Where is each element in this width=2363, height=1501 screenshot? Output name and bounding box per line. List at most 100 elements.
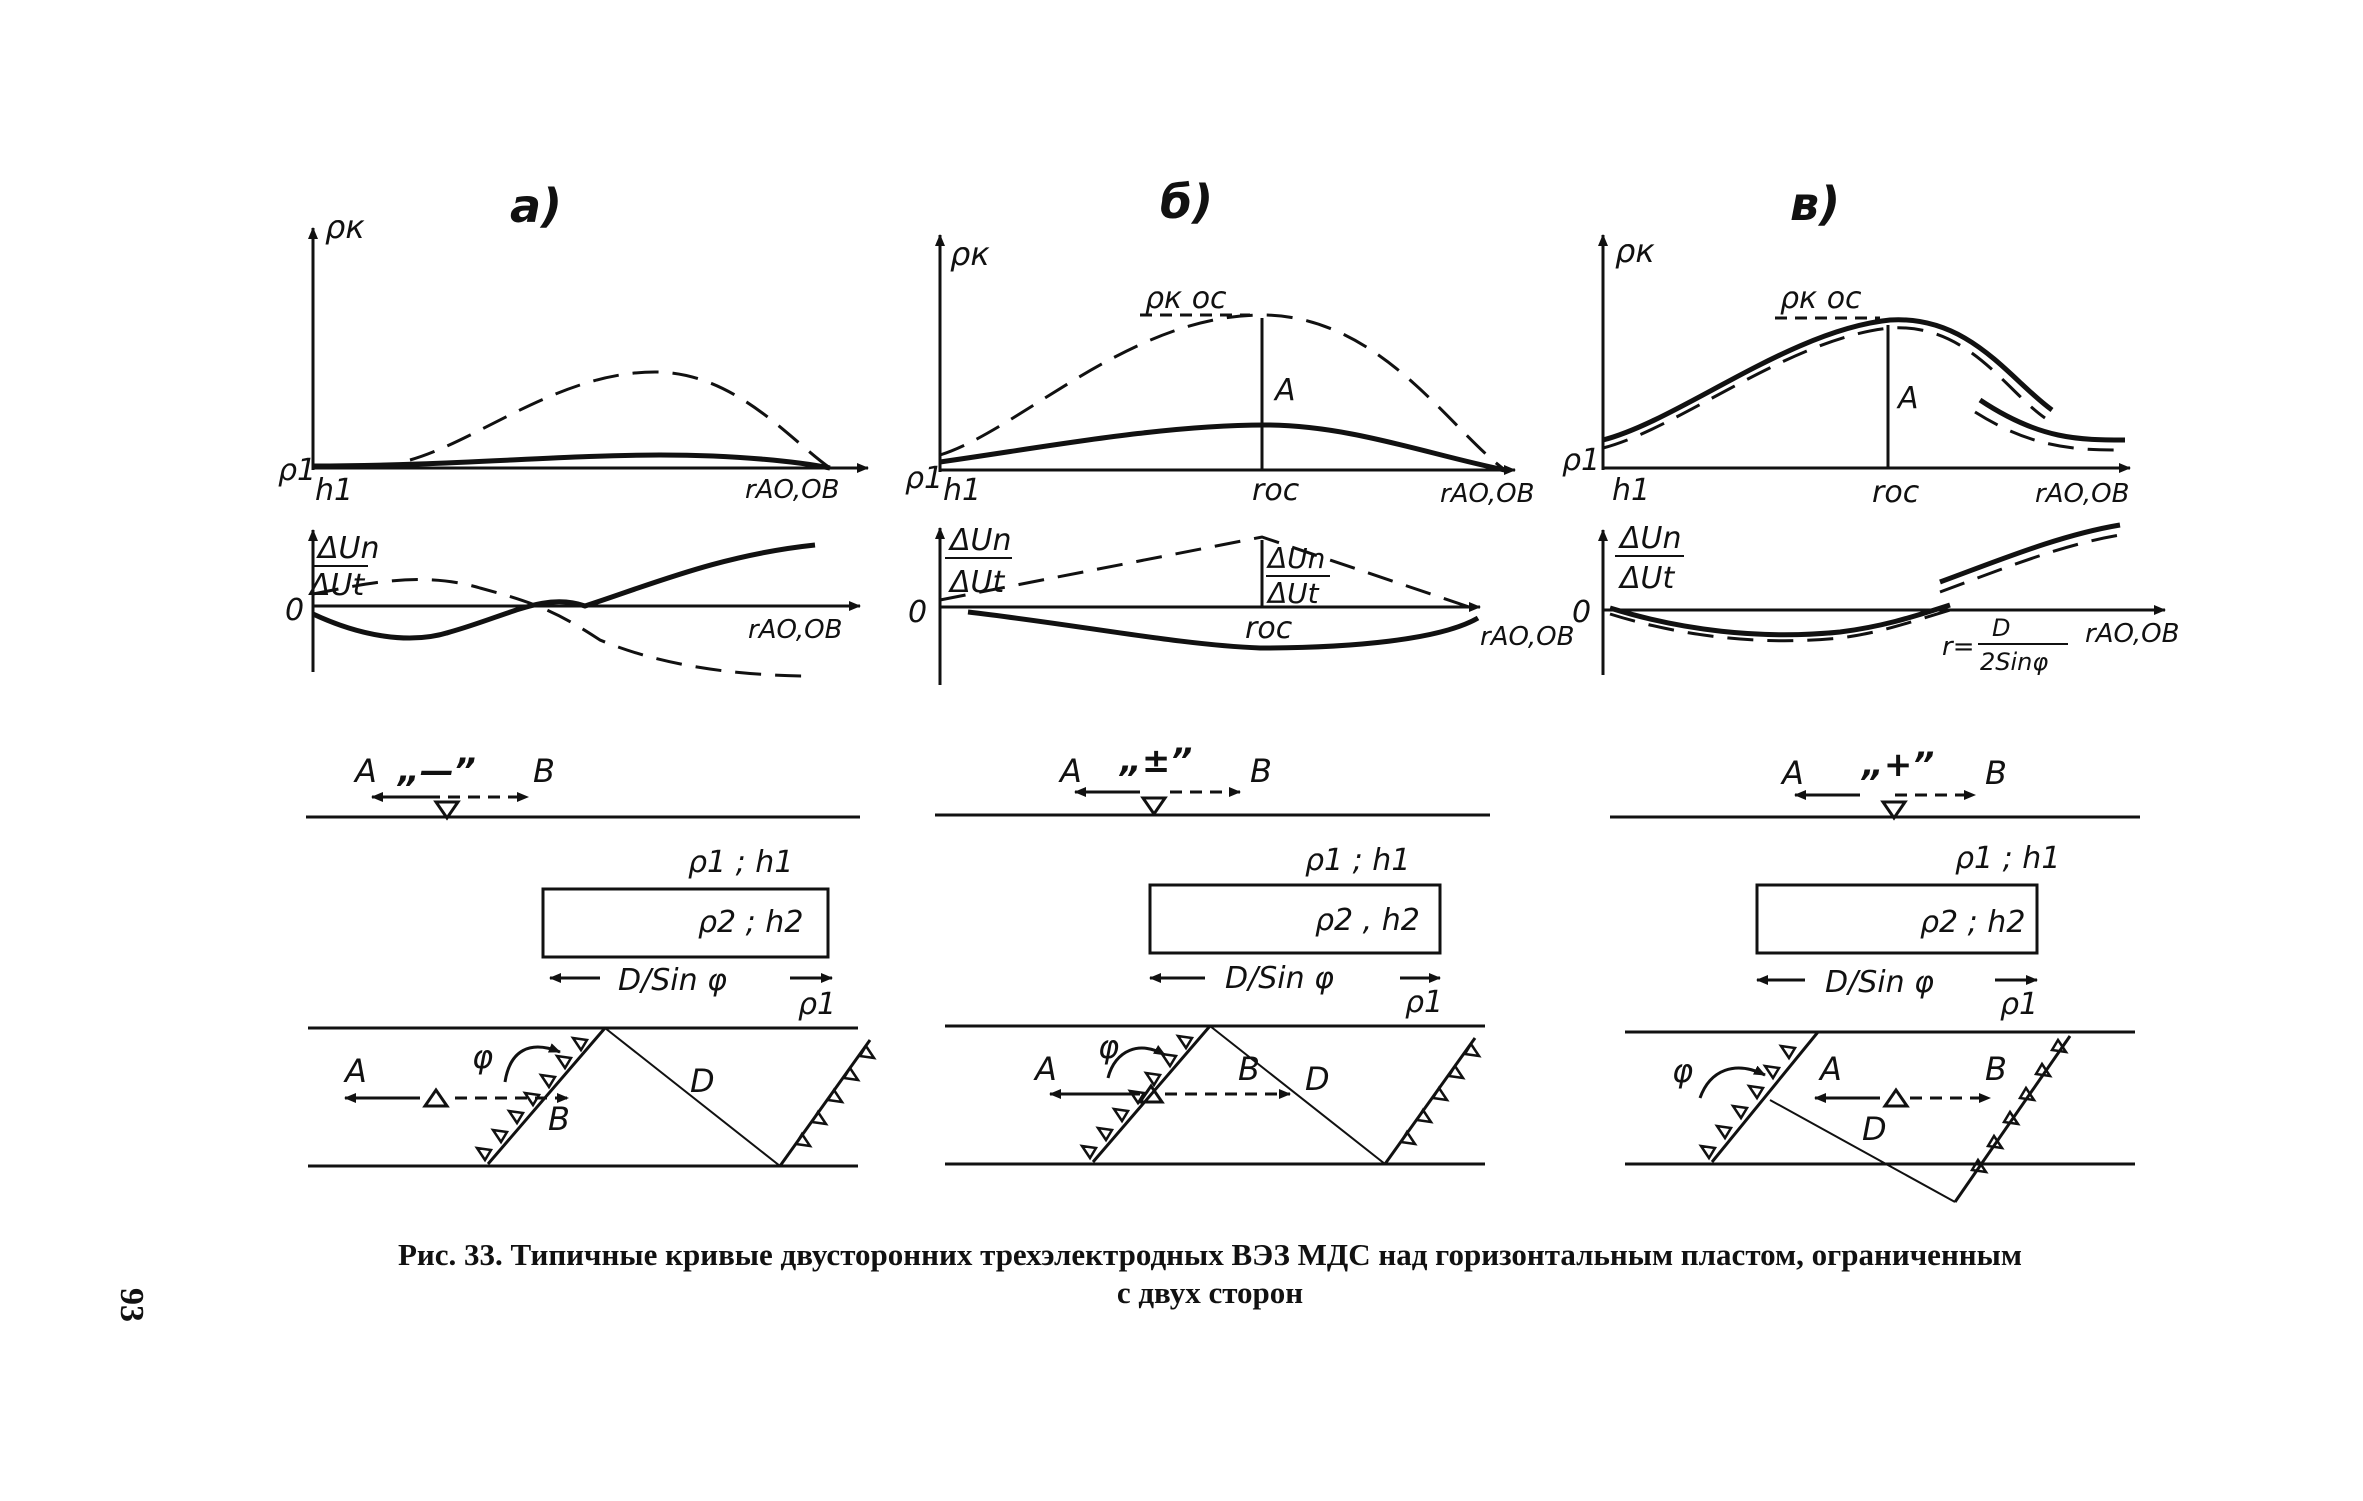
panel-b-diff-x-label: rAO,OB: [1480, 622, 1574, 652]
panel-b-dashed-curve: [939, 313, 1506, 472]
panel-b-layer-box: [1148, 883, 1442, 955]
caption-line-2: с двух сторон: [1116, 1275, 1304, 1310]
panel-a-right-boundary: [778, 1039, 872, 1167]
panel-c-section-d: D: [1862, 1110, 1887, 1148]
panel-b-left-boundary: [1091, 1025, 1212, 1163]
panel-b-x-origin: h1: [943, 473, 981, 508]
panel-c-diff-bottom: ΔUt: [1618, 561, 1675, 596]
panel-c-diff-top: ΔUn: [1618, 521, 1682, 556]
panel-a-layer-bottom: ρ1: [798, 987, 836, 1022]
panel-c-right-boundary: [1953, 1035, 2072, 1203]
panel-b-peak-label: ρк ос: [1145, 281, 1227, 316]
panel-a-section-angle: φ: [472, 1038, 493, 1076]
panel-a-solid-curve: [312, 452, 831, 471]
panel-c-layer-top: ρ1 ; h1: [1955, 841, 2060, 876]
panel-b-rho-chart: [935, 234, 1516, 475]
panel-c-survey-sign: „+”: [1860, 745, 1934, 785]
panel-c-layer-width: D/Sin φ: [1825, 965, 1934, 1000]
panel-a-d-line: [604, 1027, 781, 1167]
panel-c-section-b: B: [1985, 1050, 2007, 1088]
panel-b-survey-a: A: [1058, 752, 1082, 790]
panel-b-d-line: [1209, 1025, 1386, 1165]
panel-b-layer-top: ρ1 ; h1: [1305, 843, 1410, 878]
panel-c-hatch-right: [1969, 1037, 2069, 1174]
panel-a-sec-electrode-icon: [422, 1087, 450, 1108]
panel-a-left-boundary: [486, 1027, 607, 1165]
panel-c-title: в): [1790, 177, 1840, 231]
panel-a-layer-box: [541, 887, 830, 959]
panel-a-y-origin: ρ1: [278, 453, 316, 488]
panel-a-layer-body: ρ2 ; h2: [698, 905, 803, 940]
panel-b-y-origin: ρ1: [905, 461, 943, 496]
panel-b-diff-zero: 0: [908, 595, 927, 630]
panel-c-diff-dashed: [1609, 608, 1951, 643]
panel-a-angle-arc: [503, 1043, 561, 1083]
panel-a-section-d: D: [690, 1062, 715, 1100]
panel-a-section-a: A: [343, 1052, 367, 1090]
panel-c-x-mid: rос: [1872, 475, 1920, 510]
panel-c-left-boundary: [1710, 1031, 1820, 1163]
panel-c-section: [1625, 1030, 2135, 1203]
panel-c-layer-box: [1755, 883, 2039, 955]
panel-a-survey-b: B: [533, 752, 555, 790]
panel-a-x-origin: h1: [315, 473, 353, 508]
panel-c-rho-chart: [1598, 234, 2131, 473]
panel-b-diff-x-mid: rос: [1245, 611, 1293, 646]
panel-a-electrode-icon: [433, 800, 461, 821]
panel-c-amplitude: A: [1896, 381, 1919, 416]
panel-a-rho-chart: [308, 227, 869, 473]
panel-a-survey-sign: „—”: [396, 751, 476, 791]
panel-b-y-label: ρк: [950, 235, 990, 273]
panel-c-x-origin: h1: [1612, 473, 1650, 508]
panel-b-layer-width: D/Sin φ: [1225, 961, 1334, 996]
panel-c-diff-chart: [1598, 522, 2166, 675]
panel-c-y-origin: ρ1: [1562, 443, 1600, 478]
panel-b-diff-bottom: ΔUt: [948, 565, 1005, 600]
panel-c-d-line: [1769, 1099, 1956, 1203]
panel-c-diff-solid-tail: [1939, 522, 2121, 585]
panel-b-x-mid: rос: [1252, 473, 1300, 508]
panel-a-section-b: B: [548, 1100, 570, 1138]
panel-c-angle-arc: [1698, 1065, 1766, 1099]
panel-b-layer-bottom: ρ1: [1405, 985, 1443, 1020]
panel-c-layer-bottom: ρ1: [2000, 987, 2038, 1022]
panel-a-hatch-left: [474, 1036, 590, 1163]
panel-c-diff-dashed-tail: [1939, 533, 2121, 594]
panel-b-section-angle: φ: [1098, 1028, 1119, 1066]
panel-a-diff-top: ΔUn: [316, 531, 380, 566]
panel-c-survey-b: B: [1985, 754, 2007, 792]
panel-a-title: а): [510, 179, 562, 233]
panel-a-diff-zero: 0: [285, 593, 304, 628]
panel-c-electrode-icon: [1880, 800, 1908, 821]
panel-b-solid-curve: [939, 422, 1506, 473]
panel-c-section-angle: φ: [1672, 1052, 1693, 1090]
panel-c-diff-solid: [1609, 602, 1951, 638]
panel-a-survey: [306, 792, 860, 821]
panel-a-survey-a: A: [353, 752, 377, 790]
panel-b-survey-sign: „±”: [1118, 741, 1192, 781]
panel-b-section-a: A: [1033, 1050, 1057, 1088]
panel-c-hatch-left: [1698, 1044, 1798, 1161]
panel-b-diff-solid: [967, 609, 1480, 651]
panel-b-title: б): [1160, 175, 1213, 229]
panel-c-diff-x-mid-den: 2Sinφ: [1980, 648, 2048, 676]
panel-a-section: [308, 1026, 877, 1168]
panel-a-layer-width: D/Sin φ: [618, 963, 727, 998]
panel-c-diff-x-label: rAO,OB: [2085, 619, 2179, 649]
panel-c-diff-x-mid-num: D: [1992, 614, 2010, 642]
panel-b-layer-body: ρ2 , h2: [1315, 903, 1420, 938]
panel-c-diff-x-mid-prefix: r=: [1942, 632, 1974, 662]
panel-b-section: [945, 1024, 1485, 1166]
panel-b-survey-b: B: [1250, 752, 1272, 790]
panel-c-x-label: rAO,OB: [2035, 479, 2129, 509]
panel-a-x-label: rAO,OB: [745, 475, 839, 505]
panel-b-angle-arc: [1106, 1045, 1166, 1079]
panel-b-hatch-left: [1079, 1034, 1195, 1161]
page-number: 93: [113, 1288, 150, 1322]
panel-b-layers: [1148, 883, 1442, 983]
panel-b-sec-electrode-icon: [1137, 1083, 1165, 1104]
panel-a-diff-x-label: rAO,OB: [748, 615, 842, 645]
panel-c-solid-curve: [1602, 317, 2054, 443]
panel-c-survey-a: A: [1780, 754, 1804, 792]
